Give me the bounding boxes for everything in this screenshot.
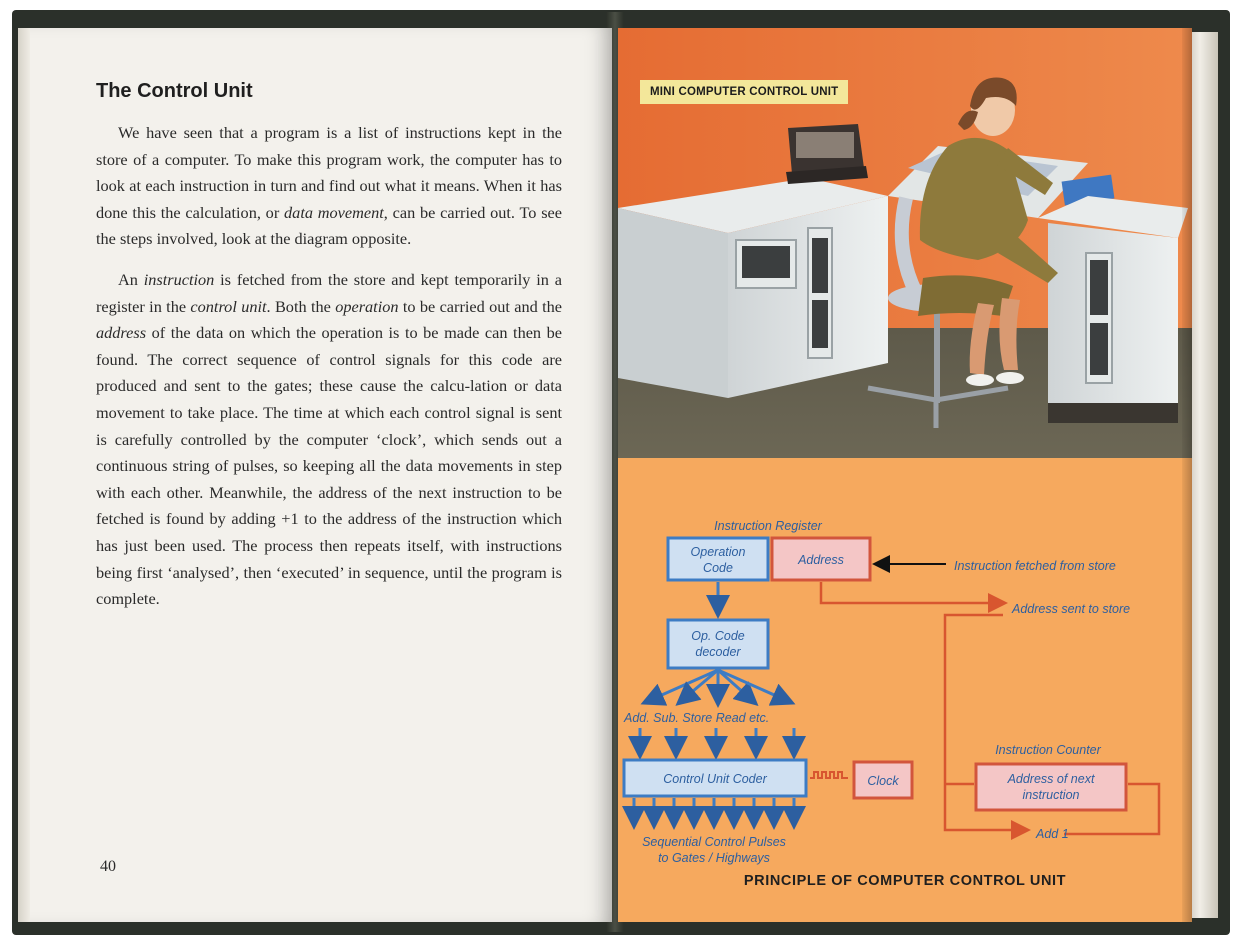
op-code-decoder-line-1: Op. Code xyxy=(691,629,745,643)
address-sent-label: Address sent to store xyxy=(1011,602,1130,616)
diagram-caption: PRINCIPLE OF COMPUTER CONTROL UNIT xyxy=(743,873,1067,889)
page-edges xyxy=(1192,32,1218,918)
instruction-counter-title: Instruction Counter xyxy=(995,743,1101,757)
paragraph-1: We have seen that a program is a list of… xyxy=(96,123,562,249)
left-page: The Control Unit We have seen that a pro… xyxy=(18,28,612,922)
address-of-next-box xyxy=(974,762,1128,812)
control-unit-coder-label: Control Unit Coder xyxy=(663,772,767,786)
computer-illustration xyxy=(618,28,1192,458)
page-number: 40 xyxy=(100,858,116,875)
control-unit-coder-box xyxy=(622,758,808,798)
illustration-label: MINI COMPUTER CONTROL UNIT xyxy=(640,80,849,104)
paragraph-2: An instruction is fetched from the store… xyxy=(96,269,563,609)
add-one-label: Add 1 xyxy=(1035,827,1069,841)
control-unit-diagram: Instruction Register Operation Code Addr… xyxy=(622,519,1161,865)
sequential-pulses-line-2: to Gates / Highways xyxy=(658,851,770,865)
instruction-register-title: Instruction Register xyxy=(714,519,823,533)
clock-label: Clock xyxy=(867,774,899,788)
operation-code-line-1: Operation xyxy=(691,545,746,559)
sequential-pulses-line-1: Sequential Control Pulses xyxy=(642,835,786,849)
instruction-fetched-label: Instruction fetched from store xyxy=(954,559,1116,573)
address-of-next-line-2: instruction xyxy=(1023,788,1080,802)
address-of-next-line-1: Address of next xyxy=(1007,772,1095,786)
address-box xyxy=(770,536,872,582)
clock-box xyxy=(852,760,914,800)
body-text: We have seen that a program is a list of… xyxy=(96,120,562,613)
operation-code-box xyxy=(666,536,770,582)
op-code-decoder-line-2: decoder xyxy=(695,645,741,659)
op-code-decoder-box xyxy=(666,618,770,670)
address-label: Address xyxy=(797,553,844,567)
right-page: MINI COMPUTER CONTROL UNIT Instruction R… xyxy=(618,28,1192,922)
operation-code-line-2: Code xyxy=(703,561,733,575)
page-title: The Control Unit xyxy=(96,80,253,102)
operations-label: Add. Sub. Store Read etc. xyxy=(623,711,769,725)
